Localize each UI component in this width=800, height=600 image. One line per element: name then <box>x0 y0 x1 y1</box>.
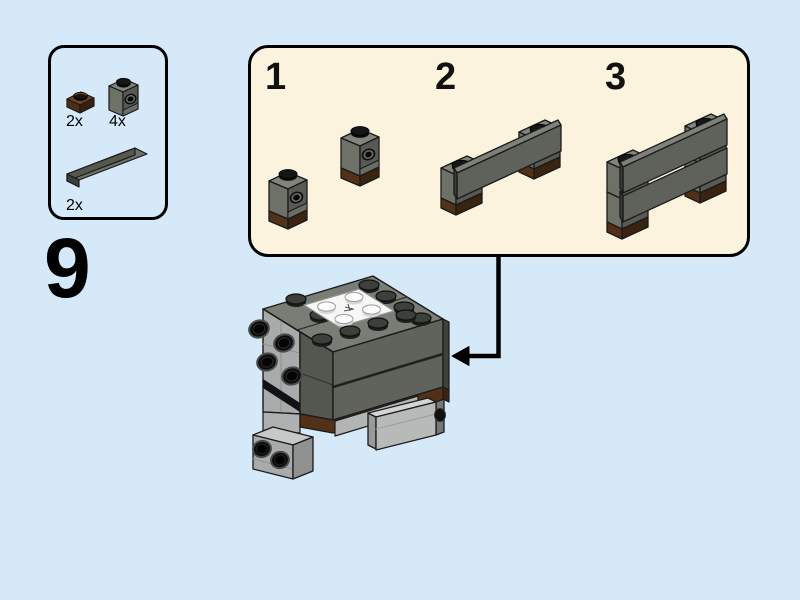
substep-1-drawing <box>268 125 380 230</box>
step-number: 9 <box>44 221 91 315</box>
part-count-headlight-brick: 4x <box>109 113 126 130</box>
model-drawing <box>248 275 450 480</box>
1x4-tile-icon <box>66 147 148 188</box>
parts-list-box: 2x 4x 2x <box>48 45 168 220</box>
substep-3-drawing <box>606 113 728 240</box>
tile-wall <box>453 119 562 200</box>
substeps-callout: 1 2 3 <box>248 45 750 257</box>
panel-top-studs <box>311 309 417 347</box>
right-foot <box>367 397 446 451</box>
substep-2-drawing <box>440 119 562 216</box>
headlight-brick-icon <box>108 77 139 117</box>
plate-center-mark <box>343 303 355 312</box>
substep-1-label: 1 <box>265 56 287 98</box>
side-stud <box>434 408 446 422</box>
lower-tile <box>619 147 728 223</box>
brown-1x1-plate-icon <box>66 91 95 114</box>
part-count-tile: 2x <box>66 197 83 214</box>
callout-arrow <box>451 255 501 366</box>
tile-groove <box>331 352 445 389</box>
substep-2-label: 2 <box>435 56 457 98</box>
part-count-brown-plate: 2x <box>66 113 83 130</box>
left-foot <box>252 426 314 480</box>
head-side-studs <box>248 319 303 386</box>
white-plate <box>303 288 395 328</box>
substep-3-label: 3 <box>605 56 627 98</box>
upper-tile <box>619 113 728 194</box>
